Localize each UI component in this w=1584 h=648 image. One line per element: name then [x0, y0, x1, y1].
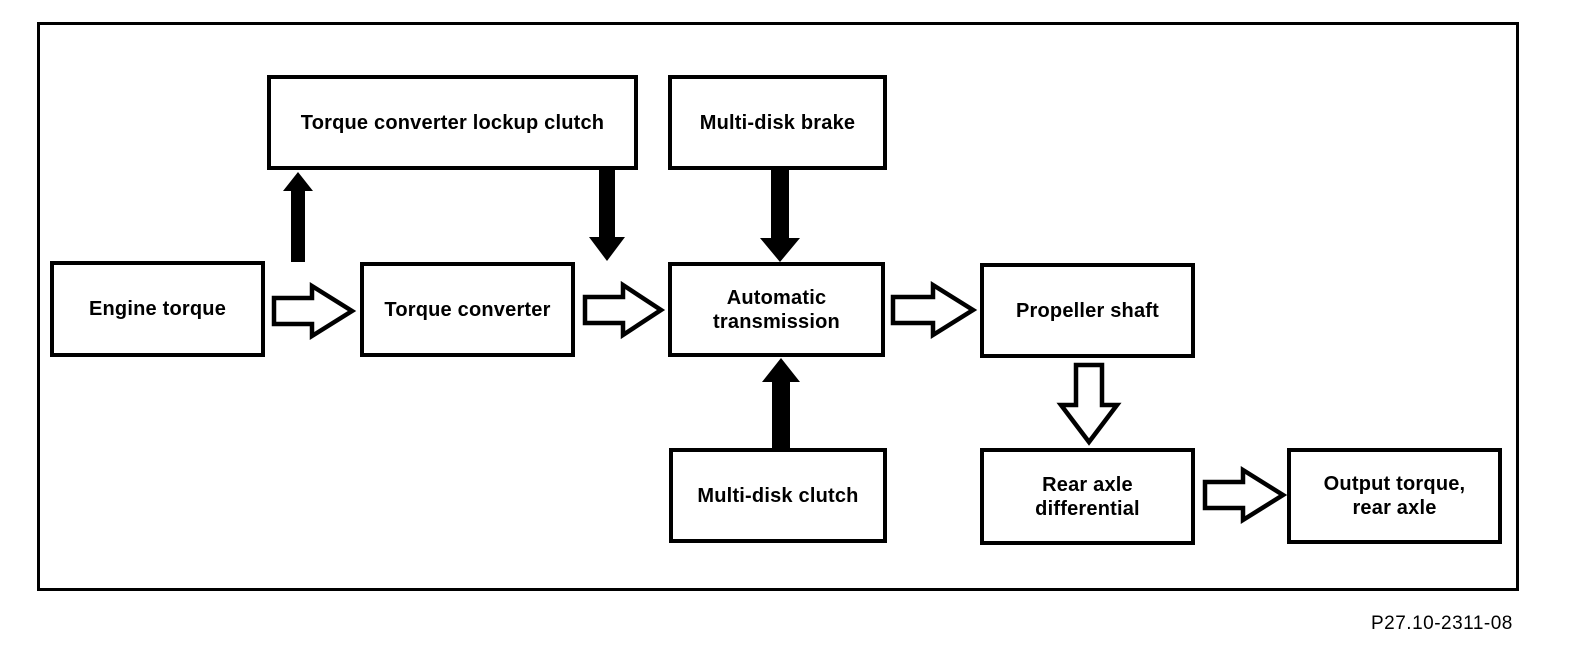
node-torque-converter-lockup-clutch-label: Torque converter lockup clutch: [300, 111, 605, 134]
node-automatic-transmission: Automatic transmission: [668, 262, 885, 357]
node-multi-disk-clutch-label: Multi-disk clutch: [697, 484, 859, 507]
node-output-torque-rear-axle: Output torque, rear axle: [1287, 448, 1502, 544]
node-engine-torque-label: Engine torque: [88, 298, 227, 320]
node-automatic-transmission-label: Automatic transmission: [713, 286, 840, 333]
node-multi-disk-brake: Multi-disk brake: [668, 75, 887, 170]
node-engine-torque: Engine torque: [50, 261, 265, 357]
node-multi-disk-clutch: Multi-disk clutch: [669, 448, 887, 543]
node-rear-axle-differential-label: Rear axle differential: [1035, 473, 1140, 520]
figure-number: P27.10-2311-08: [1371, 613, 1513, 634]
node-rear-axle-differential: Rear axle differential: [980, 448, 1195, 545]
diagram-border: [37, 22, 1519, 591]
node-torque-converter: Torque converter: [360, 262, 575, 357]
node-torque-converter-lockup-clutch: Torque converter lockup clutch: [267, 75, 638, 170]
node-propeller-shaft-label: Propeller shaft: [1015, 299, 1160, 322]
node-output-torque-rear-axle-label: Output torque, rear axle: [1323, 473, 1466, 519]
node-torque-converter-label: Torque converter: [384, 298, 551, 321]
node-propeller-shaft: Propeller shaft: [980, 263, 1195, 358]
node-multi-disk-brake-label: Multi-disk brake: [699, 111, 856, 134]
